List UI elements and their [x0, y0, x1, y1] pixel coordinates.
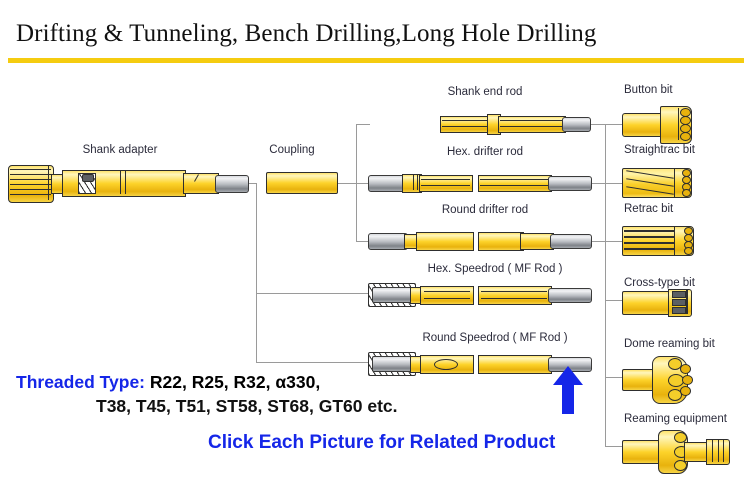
connector-bit-stub-4 — [605, 300, 622, 301]
shank-adapter-graphic[interactable] — [8, 163, 249, 203]
round-speedrod-graphic[interactable] — [368, 351, 592, 377]
shank-adapter-label: Shank adapter — [82, 144, 158, 156]
retrac-bit-label: Retrac bit — [624, 203, 674, 215]
retrac-bit-graphic[interactable] — [622, 224, 702, 258]
button-bit-label: Button bit — [624, 84, 673, 96]
dome-reaming-bit-graphic[interactable] — [622, 355, 710, 404]
threaded-type-line-2: T38, T45, T51, ST58, ST68, GT60 etc. — [96, 396, 398, 416]
connector-bit-stub-5 — [605, 377, 622, 378]
click-each-picture-cta[interactable]: Click Each Picture for Related Product — [208, 432, 556, 453]
round-speedrod-label: Round Speedrod ( MF Rod ) — [422, 332, 568, 344]
hex-drifter-rod-graphic[interactable] — [368, 172, 592, 194]
connector-bit-stub-2 — [580, 183, 622, 184]
reaming-equipment-label: Reaming equipment — [624, 413, 727, 425]
cross-type-bit-label: Cross-type bit — [624, 277, 695, 289]
connector-to-shank-end-rod — [356, 124, 370, 125]
threaded-type-line-1: Threaded Type: R22, R25, R32, α330, — [16, 372, 320, 393]
hex-drifter-rod-label: Hex. drifter rod — [446, 146, 524, 158]
connector-bit-stub-1 — [580, 124, 622, 125]
connector-shank-to-trunk — [241, 183, 257, 184]
button-bit-graphic[interactable] — [622, 104, 698, 144]
cross-type-bit-graphic[interactable] — [622, 288, 702, 318]
reaming-equipment-graphic[interactable] — [622, 428, 732, 478]
coupling-label: Coupling — [269, 144, 315, 156]
connector-to-round-drifter-rod — [356, 241, 370, 242]
shank-end-rod-label: Shank end rod — [447, 86, 523, 98]
shank-end-rod-graphic[interactable] — [440, 113, 591, 135]
round-drifter-rod-graphic[interactable] — [368, 230, 592, 252]
hex-speedrod-graphic[interactable] — [368, 282, 592, 308]
connector-bit-spine — [605, 124, 606, 446]
connector-bit-stub-3 — [580, 241, 622, 242]
straightrac-bit-label: Straightrac bit — [624, 144, 695, 156]
threaded-type-label: Threaded Type: — [16, 372, 146, 392]
round-drifter-rod-label: Round drifter rod — [441, 204, 529, 216]
connector-coupling-out — [337, 183, 357, 184]
threaded-type-codes-1: R22, R25, R32, α330, — [145, 372, 321, 392]
dome-reaming-bit-label: Dome reaming bit — [624, 338, 715, 350]
straightrac-bit-graphic[interactable] — [622, 166, 698, 200]
connector-trunk-to-round-speedrod — [256, 362, 368, 363]
coupling-graphic[interactable] — [266, 172, 338, 194]
title-underline-rule — [8, 58, 744, 63]
connector-bit-stub-6 — [605, 446, 622, 447]
connector-to-hex-drifter-rod — [356, 183, 370, 184]
up-arrow-icon — [553, 366, 583, 414]
page-title: Drifting & Tunneling, Bench Drilling,Lon… — [16, 20, 597, 47]
connector-trunk-vertical — [256, 183, 257, 363]
hex-speedrod-label: Hex. Speedrod ( MF Rod ) — [427, 263, 563, 275]
connector-trunk-to-hex-speedrod — [256, 293, 368, 294]
